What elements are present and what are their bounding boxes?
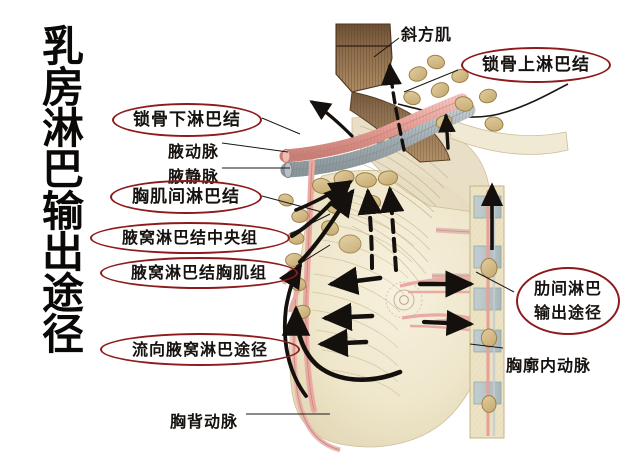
label-trapezius: 斜方肌 <box>401 25 453 44</box>
label-ellipse-ring <box>100 333 300 366</box>
leader-interpectoral <box>261 195 323 213</box>
internal-thoracic-vessels <box>486 190 496 436</box>
leader-lines <box>221 37 515 415</box>
title-char: 淋 <box>41 104 84 154</box>
label-axillary-central-group[interactable]: 腋窝淋巴结中央组 <box>90 222 290 254</box>
leader-pectoral-group <box>295 244 331 267</box>
sternum-ribs <box>432 182 505 439</box>
label-text: 腋窝淋巴结胸肌组 <box>130 263 267 282</box>
title-char: 输 <box>41 186 84 236</box>
label-text: 锁骨下淋巴结 <box>133 110 241 130</box>
label-text-line1: 肋间淋巴 <box>533 279 602 298</box>
page-title: 乳 房 淋 巴 输 出 途 径 <box>32 22 94 360</box>
label-axillary-artery: 腋动脉 <box>168 142 220 161</box>
label-ellipse-ring <box>110 180 262 214</box>
leader-central-group <box>289 213 331 235</box>
title-char: 出 <box>41 227 84 277</box>
label-text: 锁骨上淋巴结 <box>482 55 590 75</box>
label-ellipse-ring <box>516 267 620 335</box>
label-interpectoral-nodes[interactable]: 胸肌间淋巴结 <box>110 180 262 214</box>
label-thoracodorsal-artery: 胸背动脉 <box>170 412 239 431</box>
label-internal-thoracic-artery: 胸廓内动脉 <box>506 356 592 375</box>
label-text: 腋窝淋巴结中央组 <box>121 228 258 247</box>
label-supraclavicular-nodes[interactable]: 锁骨上淋巴结 <box>461 47 611 83</box>
axillary-artery-vessel <box>279 93 469 413</box>
label-axillary-pectoral-group[interactable]: 腋窝淋巴结胸肌组 <box>100 257 298 289</box>
leader-infraclavicular <box>261 117 301 135</box>
label-ellipse-ring <box>90 222 290 254</box>
title-char: 巴 <box>41 145 84 195</box>
title-char: 乳 <box>41 22 84 71</box>
label-intercostal-drainage-route[interactable]: 肋间淋巴 输出途径 <box>516 267 620 335</box>
title-char: 房 <box>41 63 84 113</box>
leader-intercostal-route <box>475 271 515 293</box>
flow-arrows <box>278 62 475 398</box>
leader-supraclavicular <box>403 69 459 93</box>
leader-trapezius <box>373 37 400 58</box>
label-ellipse-ring <box>112 103 262 137</box>
title-char: 径 <box>41 310 84 360</box>
label-ellipse-ring <box>461 47 611 83</box>
leader-internal-thoracic <box>469 343 504 349</box>
label-text: 胸肌间淋巴结 <box>132 187 240 207</box>
label-text-line2: 输出途径 <box>533 303 602 322</box>
label-infraclavicular-nodes[interactable]: 锁骨下淋巴结 <box>112 103 262 137</box>
label-text: 流向腋窝淋巴途径 <box>131 340 268 359</box>
title-char: 途 <box>41 268 84 318</box>
leader-axillary-artery <box>221 142 289 153</box>
label-axillary-drainage-route[interactable]: 流向腋窝淋巴途径 <box>100 333 300 366</box>
